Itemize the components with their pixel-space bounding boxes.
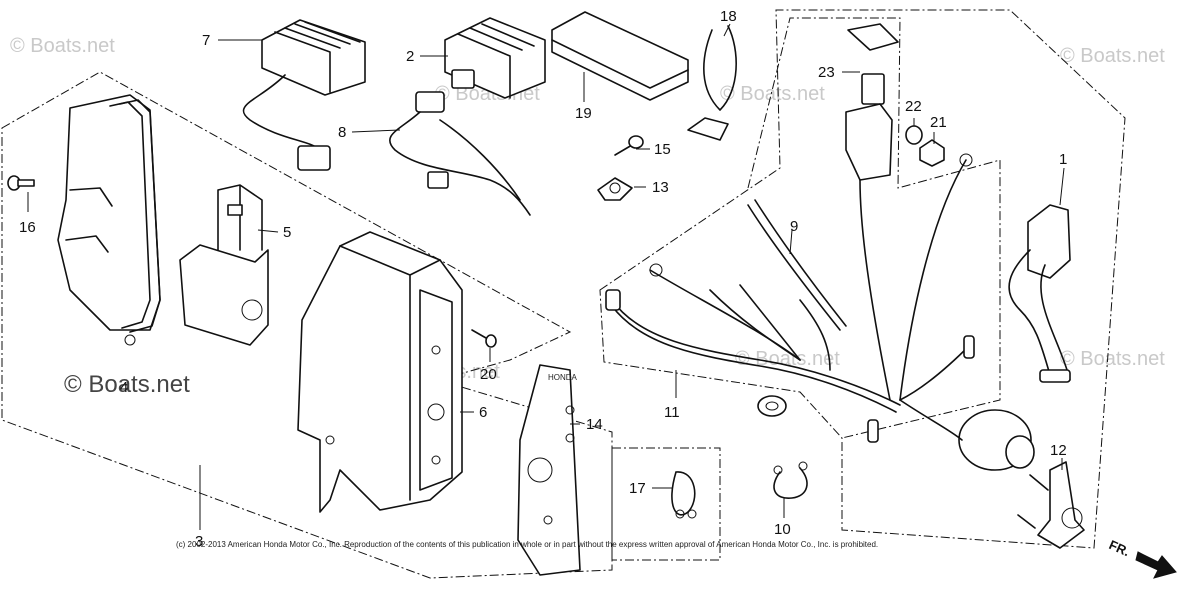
part-4-cover xyxy=(57,94,161,346)
callout-20: 20 xyxy=(480,366,497,383)
grommet xyxy=(757,395,787,417)
callout-6: 6 xyxy=(479,404,487,421)
group-outline-inner xyxy=(747,17,1001,439)
callout-10: 10 xyxy=(774,521,791,538)
callout-22: 22 xyxy=(905,98,922,115)
part-13-clip xyxy=(597,177,633,201)
part-15-screw xyxy=(614,135,644,156)
front-direction-indicator: FR. xyxy=(1107,537,1177,579)
part-5-bracket xyxy=(179,184,269,346)
watermark-center-right: © Boats.net xyxy=(735,348,840,370)
group-outline-right xyxy=(599,9,1126,549)
part-11-harness xyxy=(605,153,975,443)
callout-4: 4 xyxy=(120,379,128,396)
copyright-notice: (c) 2002-2013 American Honda Motor Co., … xyxy=(176,540,878,549)
part-21-nut xyxy=(919,139,945,167)
callout-23: 23 xyxy=(818,64,835,81)
callout-14: 14 xyxy=(586,416,603,433)
part-23-fuse xyxy=(845,23,899,401)
part-2-rectifier xyxy=(444,17,546,99)
part-12-key xyxy=(1017,461,1085,549)
part-17-clip xyxy=(671,471,697,519)
watermark-large: © Boats.net xyxy=(64,371,190,398)
part-1-relay xyxy=(1008,204,1071,383)
plate-label: HONDA xyxy=(548,373,578,382)
callout-15: 15 xyxy=(654,141,671,158)
part-6-control-box xyxy=(297,231,463,513)
callout-16: 16 xyxy=(19,219,36,236)
part-16-screw xyxy=(7,175,35,191)
starter-solenoid xyxy=(899,399,1035,471)
part-19-pad xyxy=(551,11,689,101)
callout-18: 18 xyxy=(720,8,737,25)
watermark-right: © Boats.net xyxy=(1060,348,1165,370)
callout-19: 19 xyxy=(575,105,592,122)
callout-17: 17 xyxy=(629,480,646,497)
part-10-clip xyxy=(773,461,808,499)
watermark-top-left: © Boats.net xyxy=(10,35,115,57)
callout-9: 9 xyxy=(790,218,798,235)
callout-8: 8 xyxy=(338,124,346,141)
callout-12: 12 xyxy=(1050,442,1067,459)
callout-7: 7 xyxy=(202,32,210,49)
group-outline-left xyxy=(1,71,613,579)
callout-leaders xyxy=(27,23,1065,530)
direction-label: FR. xyxy=(1107,537,1132,559)
watermark-far-right: © Boats.net xyxy=(1060,45,1165,67)
callout-3: 3 xyxy=(195,533,203,550)
group-outline-clips xyxy=(611,447,721,561)
part-14-plate: HONDA xyxy=(517,364,581,576)
part-20-screw xyxy=(471,329,497,348)
part-8-harness xyxy=(389,91,531,216)
callout-1: 1 xyxy=(1059,151,1067,168)
watermark-top-right: © Boats.net xyxy=(720,83,825,105)
callout-13: 13 xyxy=(652,179,669,196)
callout-21: 21 xyxy=(930,114,947,131)
callout-2: 2 xyxy=(406,48,414,65)
part-22-washer xyxy=(905,125,923,145)
part-7-regulator xyxy=(242,19,366,171)
part-9-lead xyxy=(747,199,847,331)
part-18-band xyxy=(687,25,737,141)
callout-5: 5 xyxy=(283,224,291,241)
callout-11: 11 xyxy=(664,404,680,421)
